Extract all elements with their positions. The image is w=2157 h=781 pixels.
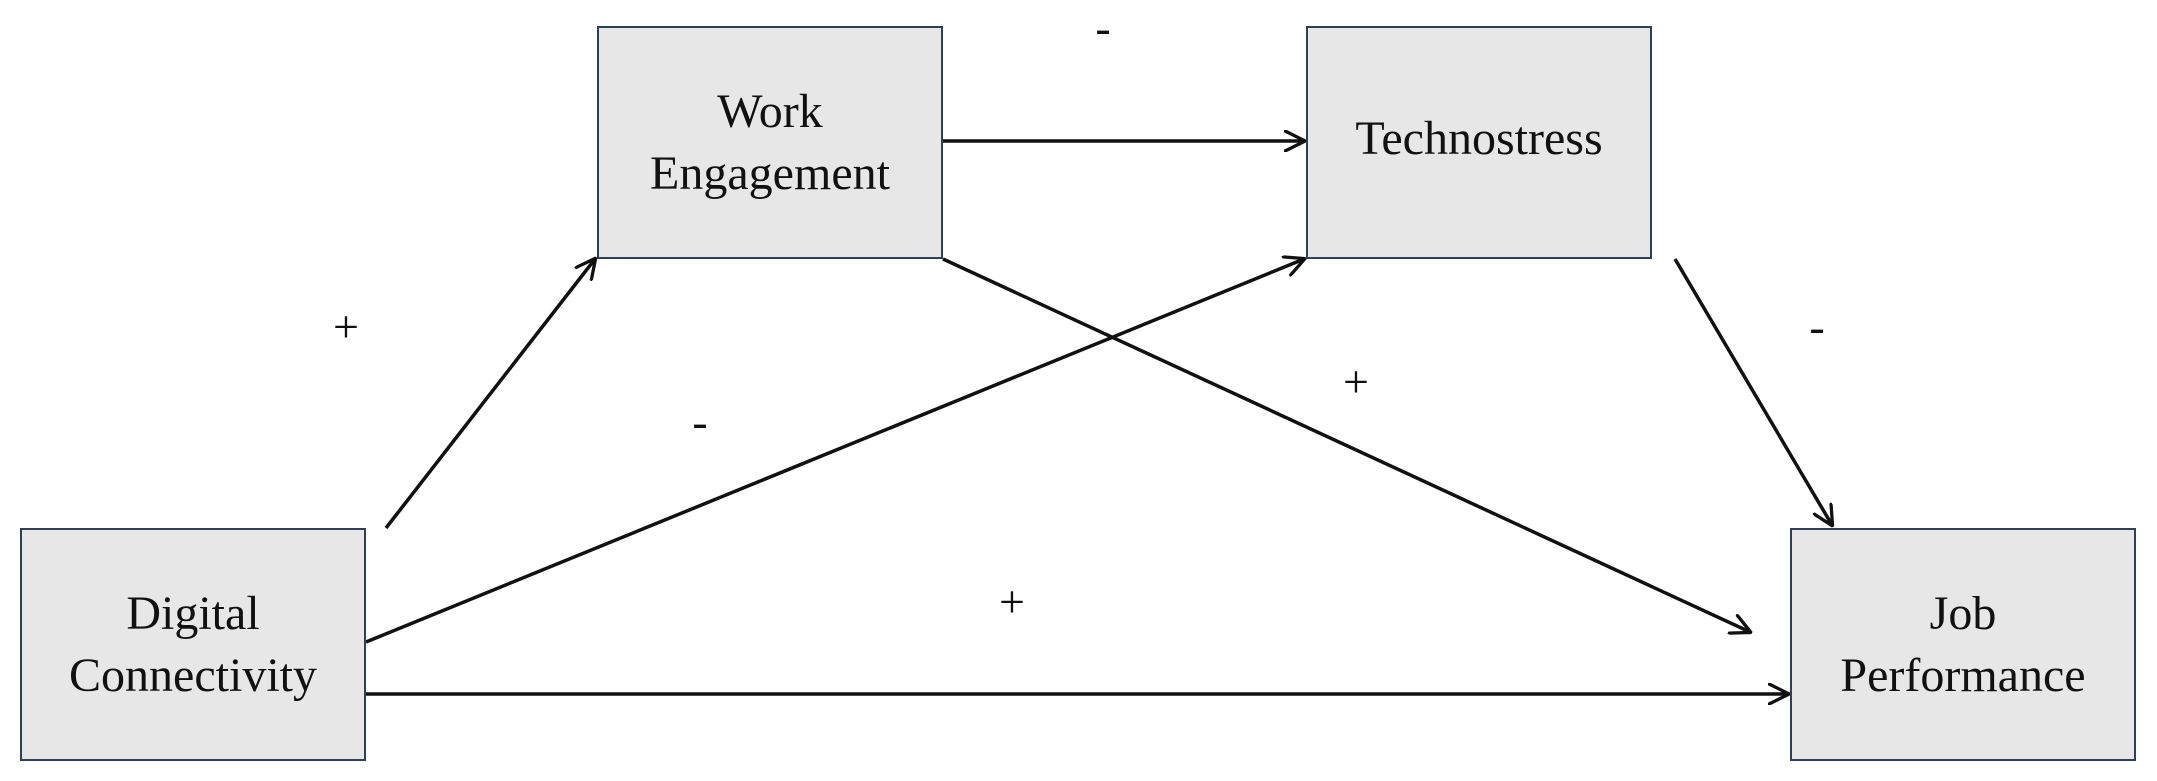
node-work-engagement-line1: Work [717, 84, 823, 138]
arrow-ts-to-jp [1673, 258, 1832, 525]
node-digital-connectivity: Digital Connectivity [20, 528, 366, 761]
arrow-dc-to-we [384, 259, 595, 530]
node-job-performance-line1: Job [1929, 586, 1997, 640]
edge-sign-we-ts: - [1095, 2, 1111, 53]
node-technostress: Technostress [1306, 26, 1652, 259]
arrow-dc-to-ts [365, 259, 1304, 644]
edge-sign-dc-we: + [333, 301, 359, 352]
arrow-we-to-jp [942, 257, 1750, 632]
node-digital-connectivity-line1: Digital [126, 586, 260, 640]
node-work-engagement: Work Engagement [597, 26, 943, 259]
node-job-performance-line2: Performance [1840, 648, 2086, 702]
edge-sign-dc-ts: - [692, 396, 708, 447]
node-digital-connectivity-line2: Connectivity [69, 648, 317, 702]
node-job-performance: Job Performance [1790, 528, 2136, 761]
edge-sign-dc-jp: + [999, 576, 1025, 627]
edge-sign-ts-jp: - [1809, 301, 1825, 352]
node-work-engagement-line2: Engagement [650, 146, 890, 200]
node-technostress-line1: Technostress [1355, 111, 1603, 165]
edge-sign-we-jp: + [1343, 356, 1369, 407]
